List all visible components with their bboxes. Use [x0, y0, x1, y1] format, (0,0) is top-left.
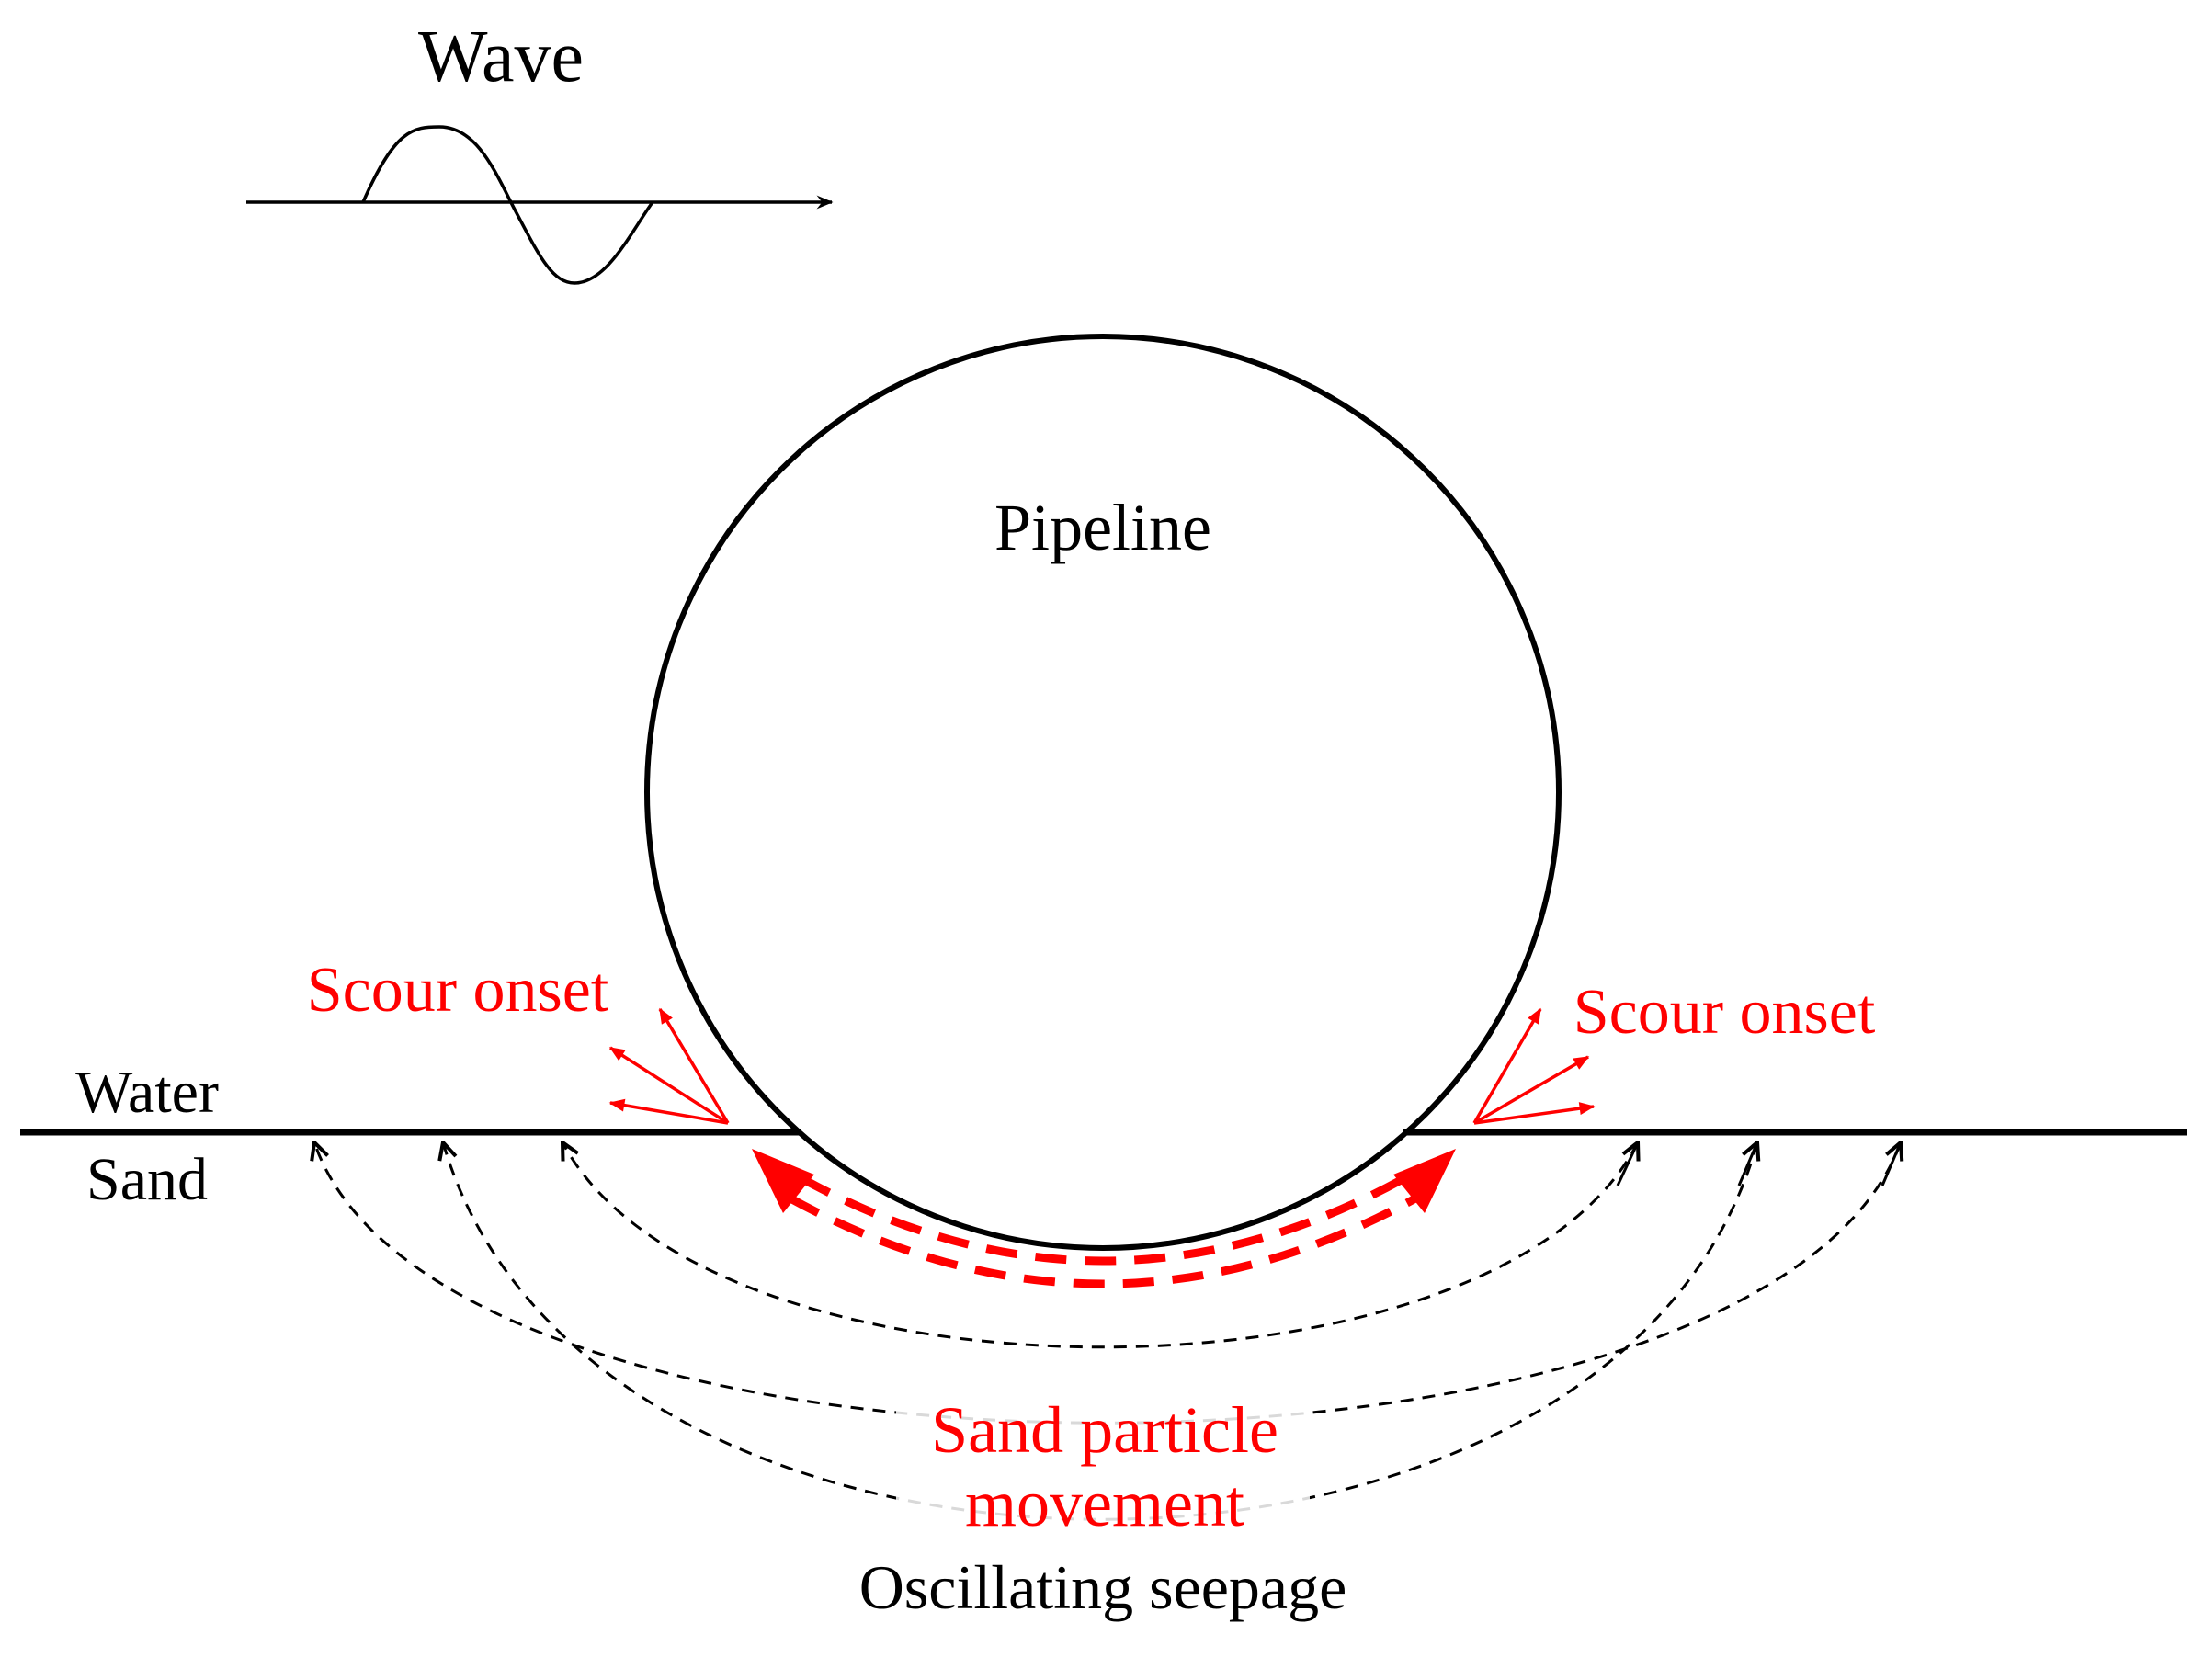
scour-onset-left-label: Scour onset	[307, 955, 609, 1026]
seepage-arc-inner-reverse-head	[1880, 1142, 1901, 1186]
pipeline: Pipeline	[644, 334, 1562, 1251]
sand-particle-track-outer	[788, 1195, 1418, 1288]
scour-right-arrow-3	[1473, 1102, 1596, 1125]
water-label: Water	[75, 1059, 219, 1126]
seepage-arc-middle-reverse-head	[1737, 1142, 1757, 1186]
sand-particle-movement: Sand particle movement	[752, 1149, 1456, 1544]
scour-onset-left: Scour onset	[307, 955, 730, 1125]
seepage-arc-outer-reverse-head	[1616, 1142, 1638, 1186]
wave-symbol: Wave	[246, 17, 834, 285]
sand-particle-label-line2: movement	[965, 1467, 1244, 1540]
scour-onset-right: Scour onset	[1472, 977, 1876, 1125]
pipeline-circle	[644, 334, 1562, 1251]
seabed: Water Sand	[20, 1059, 2187, 1213]
sand-label: Sand	[86, 1146, 208, 1213]
wave-label: Wave	[418, 17, 584, 97]
seepage-arc-outer	[562, 1142, 1640, 1349]
sand-particle-arrowhead-right	[1393, 1149, 1456, 1213]
seepage-arc-middle	[443, 1142, 1759, 1521]
sand-particle-track-inner	[799, 1175, 1407, 1266]
seepage-label-backdrop	[800, 1542, 1406, 1625]
scour-onset-right-label: Scour onset	[1573, 977, 1876, 1048]
sand-particle-label-backdrop	[896, 1379, 1310, 1544]
scour-right-arrow-2	[1473, 1055, 1590, 1125]
scour-left-arrow-3	[608, 1098, 729, 1125]
scour-left-arrow-2	[608, 1046, 729, 1125]
scour-right-arrow-1	[1472, 1007, 1542, 1124]
wave-curve	[361, 125, 654, 285]
seepage-label: Oscillating seepage	[859, 1552, 1347, 1622]
sand-particle-label-line1: Sand particle	[931, 1393, 1278, 1467]
sand-particle-arrowhead-left	[752, 1149, 814, 1213]
scour-left-arrow-1	[658, 1007, 730, 1124]
pipeline-label: Pipeline	[994, 491, 1211, 564]
